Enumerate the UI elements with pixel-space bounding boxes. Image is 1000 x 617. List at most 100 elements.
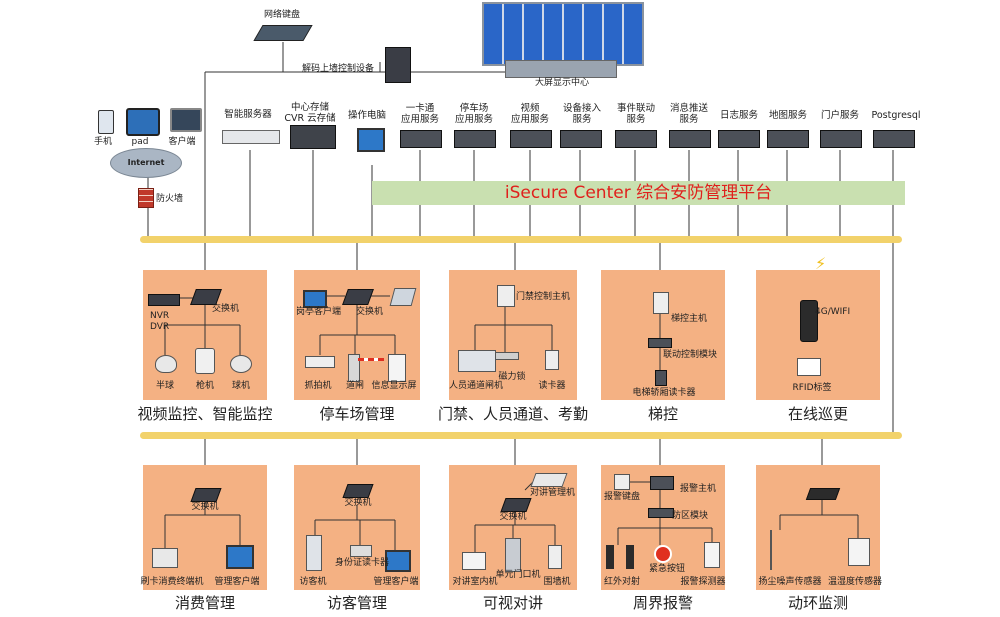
server-label-log: 日志服务 <box>719 110 759 121</box>
postgresql-server-icon <box>873 130 915 148</box>
ir-beam-icon-2 <box>626 545 634 569</box>
bus-upper <box>140 236 902 243</box>
id-reader-icon <box>350 545 372 557</box>
turnstile-icon <box>458 350 496 372</box>
consume-switch-icon <box>190 488 222 502</box>
speed-dome-icon <box>230 355 252 373</box>
pos-terminal-label: 刷卡消费终端机 <box>140 577 204 587</box>
info-display-label: 信息显示屏 <box>371 381 417 391</box>
pos-terminal-icon <box>152 548 178 568</box>
alarm-detector-icon <box>704 542 720 568</box>
door-station-icon <box>505 538 521 572</box>
magnetic-lock-icon <box>495 352 519 360</box>
alarm-detector-label: 报警探测器 <box>680 577 726 587</box>
module-access-title: 门禁、人员通道、考勤 <box>437 405 589 423</box>
module-patrol-box <box>756 270 880 400</box>
access-controller-label: 门禁控制主机 <box>516 292 571 302</box>
humidity-sensor-icon <box>848 538 870 566</box>
consume-client-label: 管理客户端 <box>214 577 260 587</box>
elevator-controller-label: 梯控主机 <box>671 314 708 324</box>
booth-client-label: 岗亭客户端 <box>296 307 342 317</box>
elevator-reader-icon <box>655 370 667 386</box>
barrier-gate-icon <box>348 354 360 382</box>
dust-noise-label: 扬尘噪声传感器 <box>758 577 822 587</box>
network-keyboard-label: 网络键盘 <box>263 10 301 20</box>
server-label-postgresql: Postgresql <box>871 110 921 121</box>
pad-label: pad <box>131 137 149 147</box>
zone-module-label: 防区模块 <box>672 511 709 521</box>
alarm-host-icon <box>650 476 674 490</box>
id-reader-label: 身份证读卡器 <box>334 558 390 568</box>
module-intercom-title: 可视对讲 <box>482 594 544 612</box>
client-label: 客户端 <box>168 137 196 147</box>
onecard-server-icon <box>400 130 442 148</box>
indoor-unit-label: 对讲室内机 <box>452 577 498 587</box>
server-label-event: 事件联动 服务 <box>616 103 656 125</box>
module-perimeter-title: 周界报警 <box>632 594 694 612</box>
ir-beam-icon <box>606 545 614 569</box>
module-elevator-title: 梯控 <box>647 405 679 423</box>
module-video-title: 视频监控、智能监控 <box>137 405 273 423</box>
parking-switch-label: 交换机 <box>356 307 384 317</box>
internet-label: Internet <box>127 158 165 167</box>
capture-camera-icon <box>305 356 335 368</box>
info-display-icon <box>388 354 406 382</box>
env-gateway-icon <box>805 488 841 500</box>
elevator-reader-label: 电梯轿厢读卡器 <box>632 388 696 398</box>
firewall-icon <box>138 188 154 208</box>
server-label-device-access: 设备接入 服务 <box>562 103 602 125</box>
video-wall-console <box>505 60 617 78</box>
internet-cloud-icon <box>110 148 182 178</box>
bullet-camera-icon <box>195 348 215 374</box>
door-station-label: 单元门口机 <box>495 570 541 580</box>
push-server-icon <box>669 130 711 148</box>
map-server-icon <box>767 130 809 148</box>
firewall-label: 防火墙 <box>156 194 184 204</box>
nvr-icon <box>148 294 180 306</box>
visitor-switch-icon <box>342 484 374 498</box>
visitor-kiosk-label: 访客机 <box>299 577 327 587</box>
visitor-client-label: 管理客户端 <box>373 577 419 587</box>
bus-lower <box>140 432 902 439</box>
phone-label: 手机 <box>93 137 113 147</box>
ir-beam-label: 红外对射 <box>603 577 641 587</box>
nvr-label: NVR DVR <box>150 311 170 332</box>
storage-server-icon <box>290 125 336 149</box>
patrol-device-icon <box>800 300 818 342</box>
switch-label: 交换机 <box>212 304 240 314</box>
event-server-icon <box>615 130 657 148</box>
phone-icon <box>98 110 114 134</box>
bigscreen-label: 大屏显示中心 <box>535 78 590 88</box>
module-env-box <box>756 465 880 590</box>
card-reader-label: 读卡器 <box>538 381 566 391</box>
alarm-keypad-icon <box>614 474 630 490</box>
server-label-portal: 门户服务 <box>820 110 860 121</box>
wall-station-icon <box>548 545 562 569</box>
booth-client-icon <box>303 290 327 308</box>
alarm-keypad-label: 报警键盘 <box>604 492 641 502</box>
consume-switch-label: 交换机 <box>191 502 219 512</box>
server-label-map: 地图服务 <box>768 110 808 121</box>
server-label-onecard: 一卡通 应用服务 <box>400 103 440 125</box>
intercom-switch-label: 交换机 <box>499 512 527 522</box>
turnstile-label: 人员通道闸机 <box>448 381 504 391</box>
log-server-icon <box>718 130 760 148</box>
linkage-module-label: 联动控制模块 <box>663 350 718 360</box>
video-server-icon <box>510 130 552 148</box>
speed-dome-label: 球机 <box>231 381 251 391</box>
access-server-icon <box>560 130 602 148</box>
elevator-controller-icon <box>653 292 669 314</box>
access-controller-icon <box>497 285 515 307</box>
dome-camera-label: 半球 <box>155 381 175 391</box>
module-parking-title: 停车场管理 <box>319 405 395 423</box>
module-patrol-title: 在线巡更 <box>787 405 849 423</box>
decoder-device-icon <box>385 47 411 83</box>
dust-noise-sensor-icon <box>770 530 792 570</box>
panic-button-label: 紧急按钮 <box>648 564 686 574</box>
capture-camera-label: 抓拍机 <box>304 381 332 391</box>
zone-module-icon <box>648 508 674 518</box>
intercom-switch-icon <box>500 498 532 512</box>
wall-station-label: 围墙机 <box>543 577 571 587</box>
video-wall-icon <box>482 2 644 66</box>
